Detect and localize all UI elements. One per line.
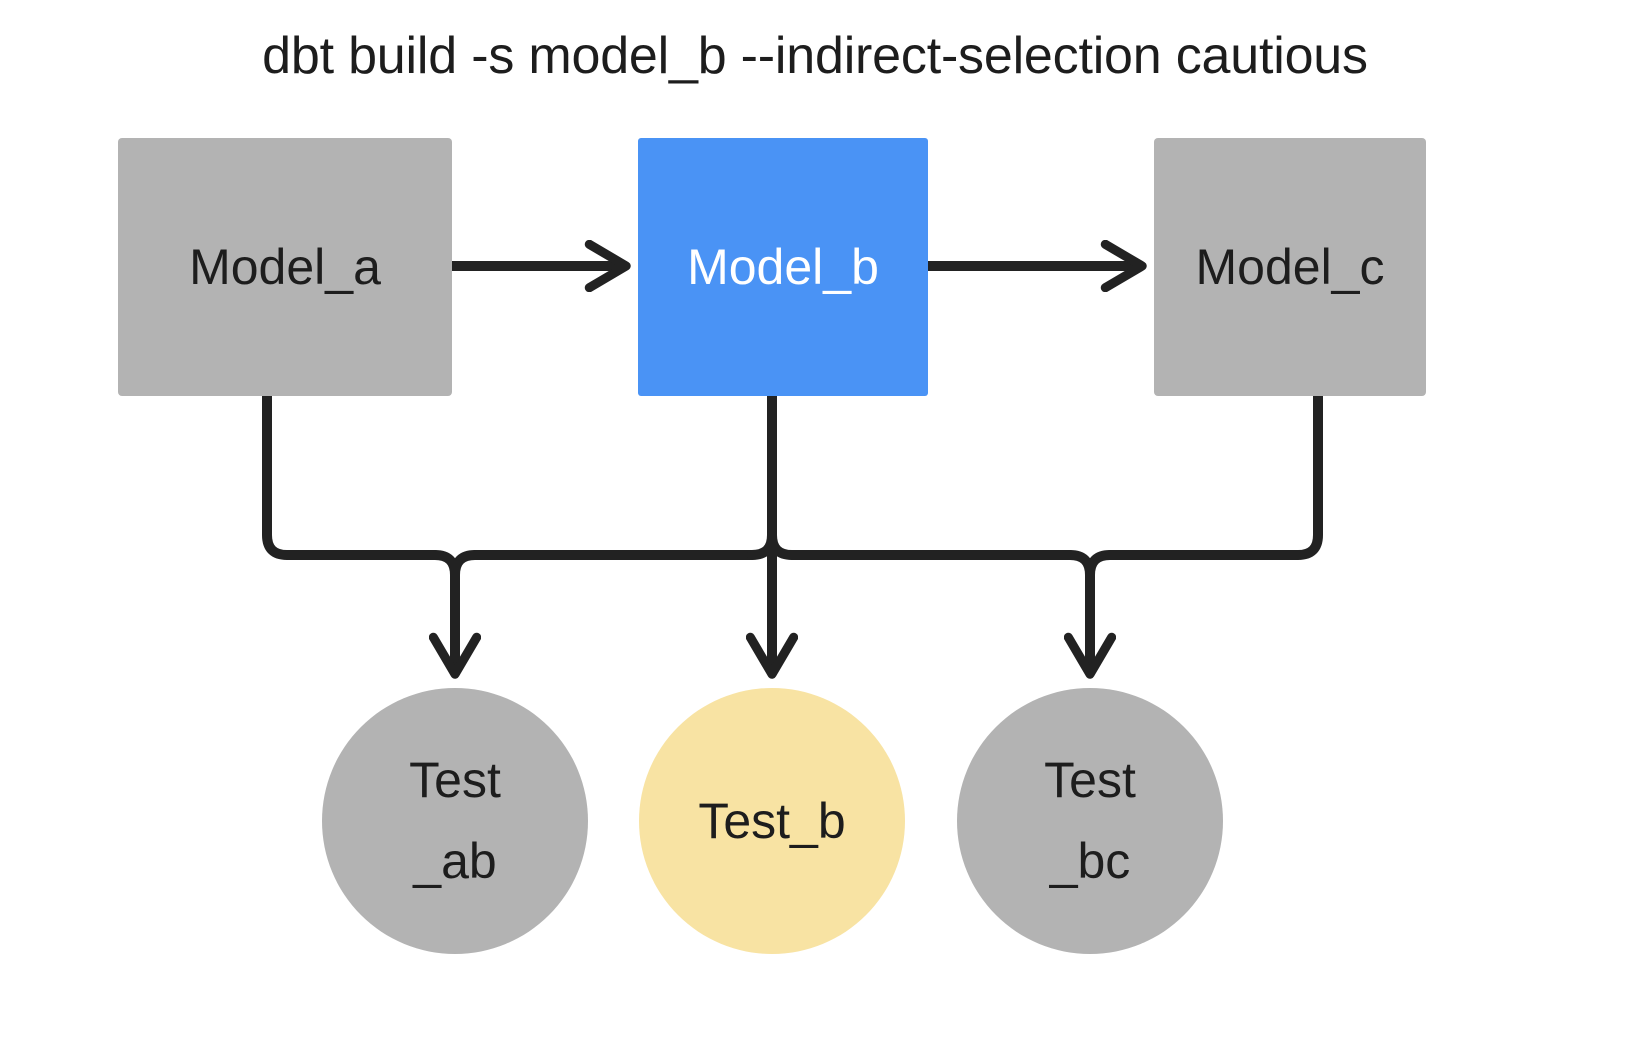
node-model-a[interactable] [118,138,452,396]
node-model-c[interactable] [1154,138,1426,396]
node-test-b[interactable] [639,688,905,954]
page-title: dbt build -s model_b --indirect-selectio… [262,27,1368,85]
node-test-bc[interactable] [957,688,1223,954]
edge-model-a-bus [262,391,440,560]
node-model-b[interactable] [638,138,928,396]
edge-model-c-bus [1105,391,1323,560]
node-test-ab[interactable] [322,688,588,954]
